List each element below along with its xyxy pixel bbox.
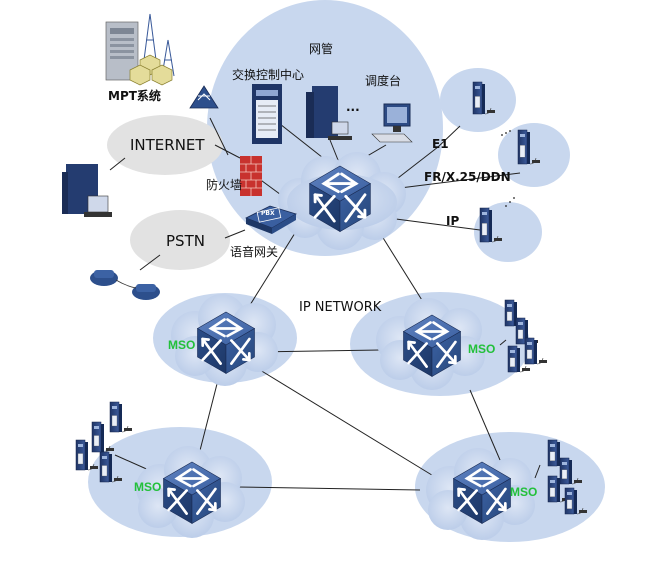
switch-center-label: 交换控制中心 — [232, 68, 305, 82]
pstn-cloud — [130, 210, 230, 270]
terminal-unit-icon — [517, 129, 540, 165]
core-switch-icon — [309, 165, 371, 233]
internet-cloud — [107, 115, 223, 175]
management-server-icon — [306, 86, 352, 140]
mso-label-bottom-right: MSO — [510, 485, 538, 499]
ellipsis-dots — [501, 130, 515, 207]
mso-switch-icon — [452, 461, 512, 525]
mso-label-top-left: MSO — [168, 338, 196, 352]
terminal-unit-icon — [99, 451, 122, 483]
hex-modules-icon — [129, 54, 173, 86]
terminal-unit-icon — [75, 439, 98, 471]
link-gateway-pstn — [224, 229, 246, 239]
link-mso-tl-br — [259, 369, 441, 481]
mso-switch-icon — [162, 461, 222, 525]
link-pstn-phones — [139, 254, 161, 271]
mpt-system-label: MPT系统 — [108, 89, 161, 103]
terminal-unit-icon — [564, 487, 587, 515]
terminal-unit-icon — [507, 345, 530, 373]
voice-gateway-label: 语音网关 — [230, 245, 279, 259]
terminal-unit-icon — [524, 337, 547, 365]
pstn-label: PSTN — [166, 232, 205, 250]
terminal-unit-icon — [109, 401, 132, 433]
e1-label: E1 — [432, 137, 449, 151]
dispatch-label: 调度台 — [365, 74, 402, 88]
ip-network-label: IP NETWORK — [299, 300, 382, 315]
mso-switch-icon — [196, 311, 256, 375]
link-firewall-mpt — [209, 117, 229, 156]
firewall-label: 防火墙 — [206, 178, 243, 192]
telephone-icon — [90, 270, 160, 300]
link-tr-units — [499, 339, 507, 346]
mpt-router-icon — [189, 85, 219, 109]
internet-server-icon — [62, 164, 112, 217]
terminal-unit-icon — [559, 457, 582, 485]
internet-label: INTERNET — [130, 136, 205, 154]
link-server-internet — [109, 157, 126, 171]
mso-switch-icon — [402, 314, 462, 378]
terminal-units — [75, 81, 587, 515]
link-core-fr — [399, 172, 521, 189]
ellipsis-label: ... — [346, 100, 360, 114]
network-management-label: 网管 — [309, 42, 334, 56]
link-core-mso-tl — [249, 224, 301, 306]
ip-label: IP — [446, 214, 460, 228]
link-e1-node — [437, 125, 461, 148]
link-mso-bl-br — [237, 486, 421, 491]
fr-x25-ddn-label: FR/X.25/DDN — [424, 170, 511, 184]
fr-node-zone — [498, 123, 570, 187]
dispatch-console-icon — [371, 103, 413, 143]
link-firewall-internet — [214, 144, 241, 159]
terminal-unit-icon — [479, 207, 502, 243]
link-core-e1 — [397, 146, 439, 179]
link-core-ip — [395, 218, 481, 231]
mso-label-top-right: MSO — [468, 342, 496, 356]
firewall-icon — [240, 156, 262, 196]
terminal-unit-icon — [472, 81, 495, 115]
mso-label-bottom-left: MSO — [134, 480, 162, 494]
voice-gateway-icon — [245, 205, 297, 234]
link-br-units — [534, 464, 541, 479]
link-mso-tr-br — [469, 389, 501, 461]
switch-control-server-icon — [252, 84, 282, 144]
pbx-label: PBX — [261, 210, 275, 217]
